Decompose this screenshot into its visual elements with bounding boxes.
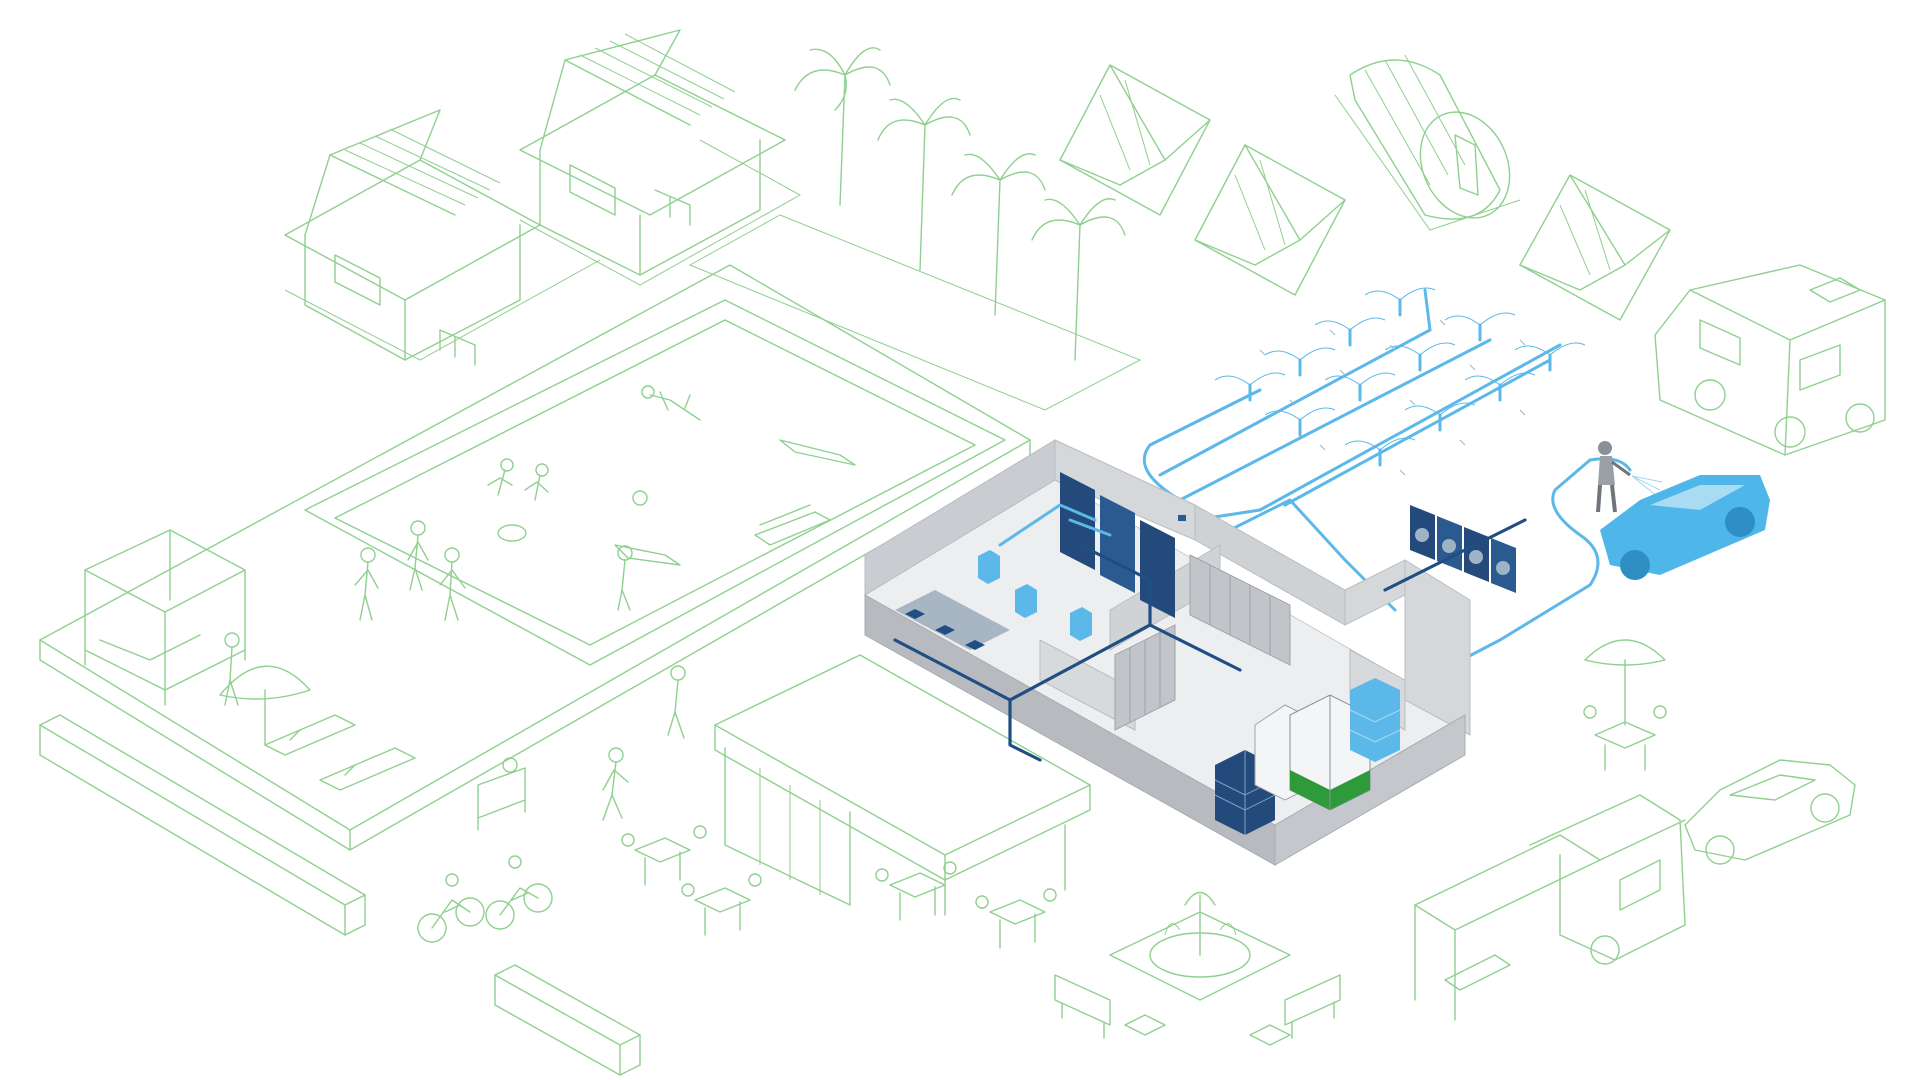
sprinkler-icon xyxy=(1384,342,1456,372)
person-icon xyxy=(617,545,633,611)
bungalow-icon xyxy=(519,29,786,276)
picnic-parasol-right xyxy=(1583,639,1667,771)
person-icon xyxy=(487,458,514,496)
swimming-pool-icon xyxy=(304,299,1006,666)
bicycle-icon xyxy=(485,855,553,930)
tent-2 xyxy=(1194,144,1346,296)
car-icon xyxy=(1684,759,1856,865)
sprinkler-icon xyxy=(1444,312,1516,342)
car-wash xyxy=(1596,441,1770,580)
motorhome-icon xyxy=(1654,264,1886,456)
gazebo-icon xyxy=(84,529,246,706)
person-icon xyxy=(667,665,686,739)
sprinkler-icon xyxy=(1264,407,1336,437)
plaza-people xyxy=(477,665,686,831)
low-walls xyxy=(39,714,641,1076)
person-icon xyxy=(224,632,240,706)
palm-tree-icon xyxy=(877,97,971,271)
fountain-icon xyxy=(1149,891,1251,978)
bench-icon xyxy=(1054,974,1111,1039)
sprinkler-icon xyxy=(1324,372,1396,402)
bungalow-left xyxy=(284,109,541,366)
tent-1 xyxy=(1059,64,1211,216)
facility-building xyxy=(864,439,1527,866)
palm-grove xyxy=(688,47,1142,411)
fountain-square xyxy=(1054,891,1341,1046)
palm-tree-icon xyxy=(1031,198,1126,361)
caravan-with-awning xyxy=(1414,794,1686,1021)
restaurant-building xyxy=(714,654,1091,916)
person-icon xyxy=(407,520,429,591)
person-icon xyxy=(439,547,466,621)
sprinkler-icon xyxy=(1214,372,1286,402)
person-icon xyxy=(1596,441,1631,513)
tent-icon xyxy=(1194,144,1346,296)
tent-icon xyxy=(1519,174,1671,321)
sprinkler-icon xyxy=(1264,347,1336,377)
parasol-icon xyxy=(219,665,311,746)
water-tank-icon xyxy=(1214,678,1401,835)
bicycles xyxy=(417,855,553,943)
camping-pod-icon xyxy=(1334,54,1521,231)
palm-tree-icon xyxy=(951,153,1046,316)
pool-standing-people xyxy=(354,520,633,621)
camping-pod xyxy=(1334,54,1521,231)
person-icon xyxy=(602,747,629,821)
person-icon xyxy=(354,547,379,621)
bench-icon xyxy=(1284,974,1341,1039)
table-icon xyxy=(621,825,707,886)
cafe-tables-left xyxy=(621,825,762,936)
bench-icon xyxy=(477,757,526,831)
parasol-icon xyxy=(1584,639,1666,726)
washing-machine-icon xyxy=(1410,505,1516,593)
sprinkler-icon xyxy=(1344,437,1416,467)
palm-tree-icon xyxy=(794,47,891,206)
bungalow-lawn xyxy=(284,139,802,361)
cafe-tables-right xyxy=(875,861,1057,949)
table-icon xyxy=(875,861,957,921)
sprinkler-icon xyxy=(1364,287,1436,317)
lockers xyxy=(1114,554,1291,731)
table-icon xyxy=(975,888,1057,949)
person-icon xyxy=(524,463,549,501)
car-icon xyxy=(1600,475,1770,580)
caravan-icon xyxy=(1414,794,1686,1021)
toilet-icon xyxy=(978,550,1092,641)
sink-row xyxy=(895,590,1010,650)
tent-icon xyxy=(1059,64,1211,216)
sprinkler-icon xyxy=(1464,372,1536,402)
table-icon xyxy=(1583,705,1667,771)
parasol xyxy=(219,665,311,746)
gazebo xyxy=(84,529,246,706)
sprinkler-field xyxy=(1158,287,1586,512)
swimming-pool xyxy=(304,299,1006,666)
bicycle-icon xyxy=(417,873,485,943)
person-at-gazebo xyxy=(224,632,240,706)
shower-icon xyxy=(1060,472,1186,618)
tent-3 xyxy=(1519,174,1671,321)
sun-loungers xyxy=(264,714,416,791)
sprinkler-icon xyxy=(1314,317,1386,347)
bungalow-icon xyxy=(284,109,541,366)
person-icon xyxy=(641,385,701,421)
car-bottom-right xyxy=(1684,759,1856,865)
bungalow-right xyxy=(519,29,786,276)
motorhome-top-right xyxy=(1654,264,1886,456)
sprinkler-icon xyxy=(1514,342,1586,372)
pool-swimmers xyxy=(487,385,856,566)
sprinkler-icon xyxy=(1404,402,1476,432)
table-icon xyxy=(681,873,762,936)
